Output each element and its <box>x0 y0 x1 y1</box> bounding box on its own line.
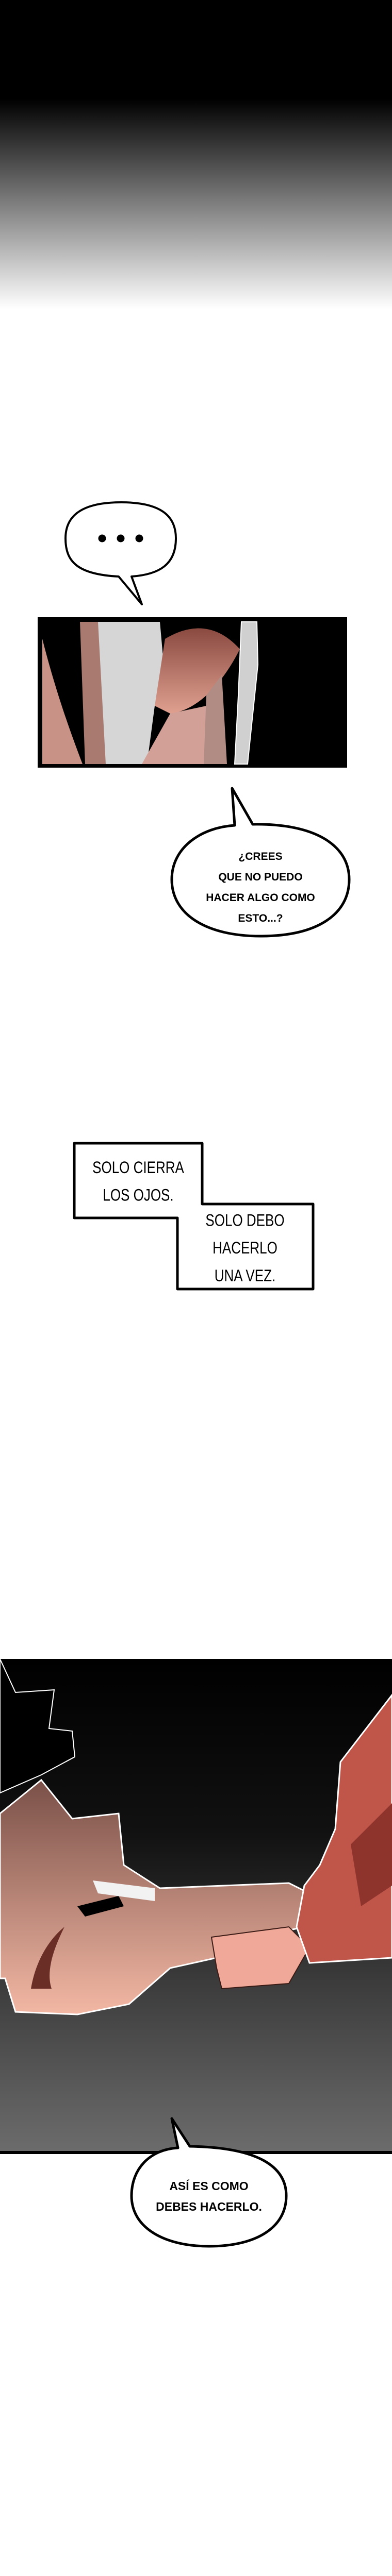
caption-line: HACERLO <box>213 1238 277 1258</box>
ellipsis-dot <box>98 534 106 543</box>
hands-panel <box>0 1658 392 2154</box>
top-gradient <box>0 0 392 309</box>
bubble-line: DEBES HACERLO. <box>156 2200 262 2213</box>
ellipsis-dot <box>117 534 125 543</box>
bubble-line: ESTO...? <box>238 912 283 924</box>
bubble-line: ASÍ ES COMO <box>169 2179 249 2193</box>
caption-boxes-outline <box>73 1142 315 1291</box>
comic-artwork <box>0 0 392 2248</box>
bubble-line: HACER ALGO COMO <box>206 892 315 904</box>
final-bubble-text: ASÍ ES COMO DEBES HACERLO. <box>137 2176 281 2217</box>
final-bubble <box>130 2117 288 2248</box>
caption-box-first-text: SOLO CIERRA LOS OJOS. <box>76 1154 200 1209</box>
caption-line: SOLO DEBO <box>205 1210 285 1230</box>
bubble-line: QUE NO PUEDO <box>218 871 303 883</box>
face-panel <box>38 617 347 768</box>
caption-line: SOLO CIERRA <box>92 1157 184 1177</box>
comic-page: ... ¿CREES QUE NO PUEDO HACER ALGO COMO … <box>0 0 392 2248</box>
ellipsis-dot <box>135 534 143 543</box>
ellipsis-bubble <box>64 501 177 605</box>
caption-line: LOS OJOS. <box>103 1185 174 1205</box>
bubble-line: ¿CREES <box>238 851 283 862</box>
crees-bubble-text: ¿CREES QUE NO PUEDO HACER ALGO COMO ESTO… <box>183 846 338 929</box>
crees-bubble <box>170 787 351 938</box>
caption-box-second-text: SOLO DEBO HACERLO UNA VEZ. <box>181 1207 309 1290</box>
caption-line: UNA VEZ. <box>214 1265 276 1285</box>
